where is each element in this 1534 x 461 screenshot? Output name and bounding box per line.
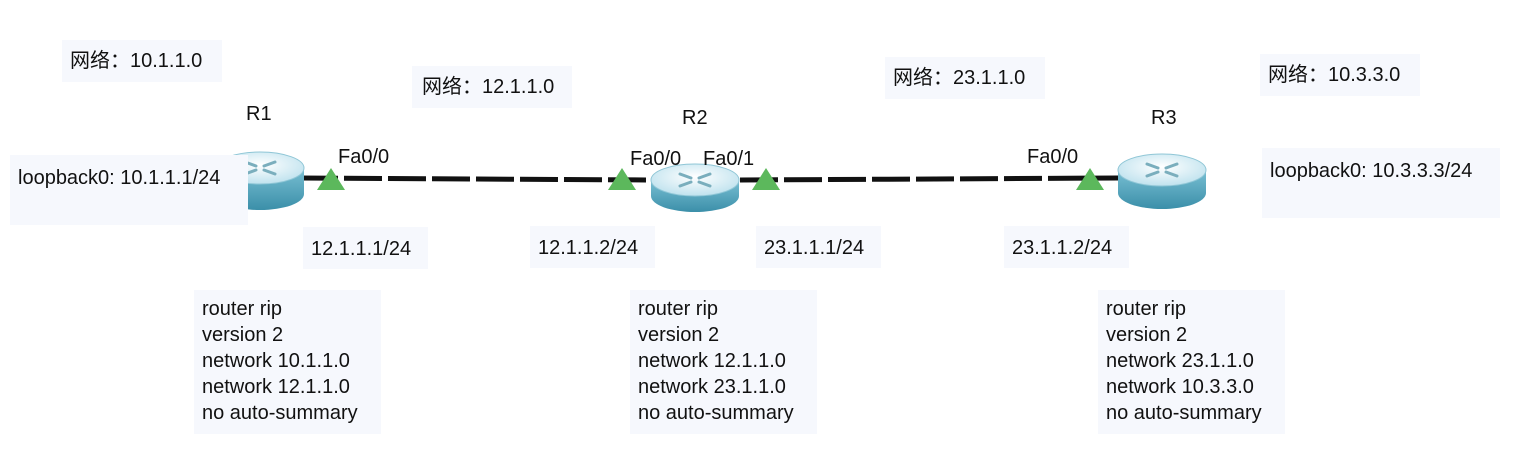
rip-config-line: network 10.3.3.0 xyxy=(1106,376,1254,398)
rip-config-line: network 10.1.1.0 xyxy=(202,350,350,372)
rip-config-line: router rip xyxy=(638,298,719,320)
ip-label-r2-fa00: 12.1.1.2/24 xyxy=(530,226,655,268)
rip-config-line: network 12.1.1.0 xyxy=(638,350,786,372)
rip-config-line: no auto-summary xyxy=(638,402,794,424)
router-r3[interactable] xyxy=(1117,153,1207,209)
port-status-r3-fa00 xyxy=(1076,168,1104,190)
network-label-10-3-3-0: 网络：10.3.3.0 xyxy=(1260,54,1420,96)
port-status-r2-fa01 xyxy=(752,168,780,190)
loopback-label-r3: loopback0: 10.3.3.3/24 xyxy=(1262,148,1500,218)
link-r1-r2[interactable] xyxy=(299,175,651,183)
network-label-12-1-1-0: 网络：12.1.1.0 xyxy=(412,66,572,108)
rip-config-line: network 23.1.1.0 xyxy=(1106,350,1254,372)
port-status-r1-fa00 xyxy=(317,168,345,190)
rip-config-line: no auto-summary xyxy=(1106,402,1262,424)
interface-label-r2-fa01: Fa0/1 xyxy=(703,148,755,170)
interface-label-r2-fa00: Fa0/0 xyxy=(630,148,682,170)
ip-label-r3-fa00: 23.1.1.2/24 xyxy=(1004,226,1129,268)
router-name-r2: R2 xyxy=(682,107,708,129)
rip-config-r1: router rip version 2 network 10.1.1.0 ne… xyxy=(194,290,381,434)
rip-config-line: version 2 xyxy=(202,324,284,346)
ip-label-r1-fa00: 12.1.1.1/24 xyxy=(303,227,428,269)
rip-config-line: router rip xyxy=(1106,298,1187,320)
router-name-r3: R3 xyxy=(1151,107,1177,129)
network-label-23-1-1-0: 网络：23.1.1.0 xyxy=(885,57,1045,99)
loopback-label-r1: loopback0: 10.1.1.1/24 xyxy=(10,155,248,225)
rip-config-line: no auto-summary xyxy=(202,402,358,424)
link-r2-r3[interactable] xyxy=(739,175,1119,183)
interface-label-r1-fa00: Fa0/0 xyxy=(338,146,390,168)
rip-config-r3: router rip version 2 network 23.1.1.0 ne… xyxy=(1098,290,1285,434)
ip-label-r2-fa01: 23.1.1.1/24 xyxy=(756,226,881,268)
network-label-10-1-1-0: 网络：10.1.1.0 xyxy=(62,40,222,82)
router-r2[interactable] xyxy=(650,163,740,212)
rip-config-r2: router rip version 2 network 12.1.1.0 ne… xyxy=(630,290,817,434)
rip-config-line: version 2 xyxy=(1106,324,1188,346)
rip-config-line: version 2 xyxy=(638,324,720,346)
rip-config-line: network 12.1.1.0 xyxy=(202,376,350,398)
interface-label-r3-fa00: Fa0/0 xyxy=(1027,146,1079,168)
rip-config-line: network 23.1.1.0 xyxy=(638,376,786,398)
rip-config-line: router rip xyxy=(202,298,283,320)
port-status-r2-fa00 xyxy=(608,168,636,190)
router-name-r1: R1 xyxy=(246,103,272,125)
